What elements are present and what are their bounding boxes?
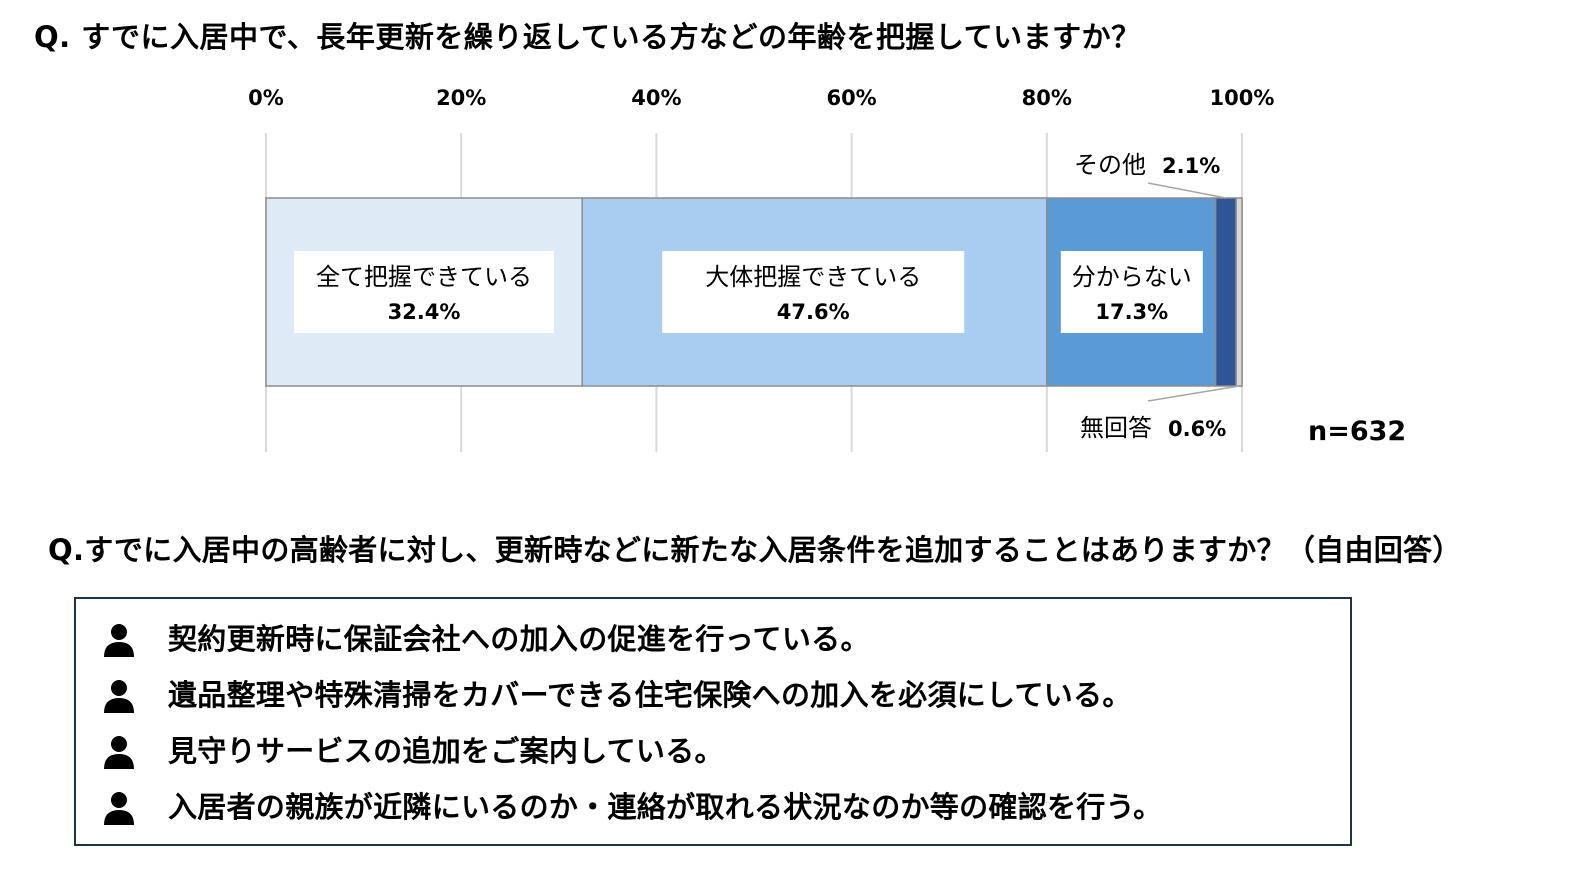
segment-name-label: 全て把握できている	[316, 263, 532, 291]
person-icon	[104, 624, 134, 657]
segment-value-label: 47.6%	[777, 300, 850, 324]
answer-item: 入居者の親族が近隣にいるのか・連絡が取れる状況なのか等の確認を行う。	[104, 789, 1162, 845]
answer-item: 見守りサービスの追加をご案内している。	[104, 733, 1162, 789]
answer-item: 契約更新時に保証会社への加入の促進を行っている。	[104, 621, 1162, 677]
sample-size-label: n=632	[1308, 416, 1406, 447]
x-tick-label: 80%	[1022, 86, 1072, 110]
answer-list: 契約更新時に保証会社への加入の促進を行っている。 遺品整理や特殊清掃をカバーでき…	[104, 621, 1162, 845]
free-answer-box: 契約更新時に保証会社への加入の促進を行っている。 遺品整理や特殊清掃をカバーでき…	[74, 597, 1352, 846]
callout-line	[1147, 385, 1240, 402]
bar-segment-4	[1214, 197, 1237, 387]
person-icon	[104, 736, 134, 769]
person-icon	[104, 792, 134, 825]
question-2-title: Q.すでに入居中の高齢者に対し、更新時などに新たな入居条件を追加することはありま…	[48, 533, 1462, 567]
segment-value-label: 32.4%	[388, 300, 461, 324]
segment-name-label: 分からない	[1072, 263, 1192, 291]
answer-text: 入居者の親族が近隣にいるのか・連絡が取れる状況なのか等の確認を行う。	[168, 790, 1163, 824]
callout-name-label: その他	[1074, 151, 1146, 179]
x-tick-label: 60%	[826, 86, 876, 110]
segment-label-box	[662, 251, 965, 333]
x-tick-label: 100%	[1210, 86, 1275, 110]
answer-text: 契約更新時に保証会社への加入の促進を行っている。	[168, 622, 870, 656]
segment-label-box	[294, 251, 554, 333]
x-tick-label: 40%	[631, 86, 681, 110]
segment-value-label: 17.3%	[1095, 300, 1168, 324]
question-1-title: Q. すでに入居中で、長年更新を繰り返している方などの年齢を把握していますか？	[34, 20, 1141, 54]
callout-value-label: 0.6%	[1168, 417, 1226, 441]
callout-value-label: 2.1%	[1162, 154, 1220, 178]
segment-label-box	[1060, 251, 1203, 333]
answer-text: 見守りサービスの追加をご案内している。	[168, 734, 724, 768]
x-tick-label: 20%	[436, 86, 486, 110]
callout-name-label: 無回答	[1080, 414, 1152, 442]
bar-segment-5	[1235, 197, 1243, 387]
callout-line	[1147, 182, 1227, 199]
x-tick-label: 0%	[248, 86, 284, 110]
answer-text: 遺品整理や特殊清掃をカバーできる住宅保険への加入を必須にしている。	[168, 678, 1132, 712]
segment-name-label: 大体把握できている	[705, 263, 921, 291]
stacked-bar-chart: 0% 20% 40% 60% 80% 100% 全て把握できている 32.4% 大体把握できてい…	[248, 86, 1406, 452]
person-icon	[104, 680, 134, 713]
answer-item: 遺品整理や特殊清掃をカバーできる住宅保険への加入を必須にしている。	[104, 677, 1162, 733]
